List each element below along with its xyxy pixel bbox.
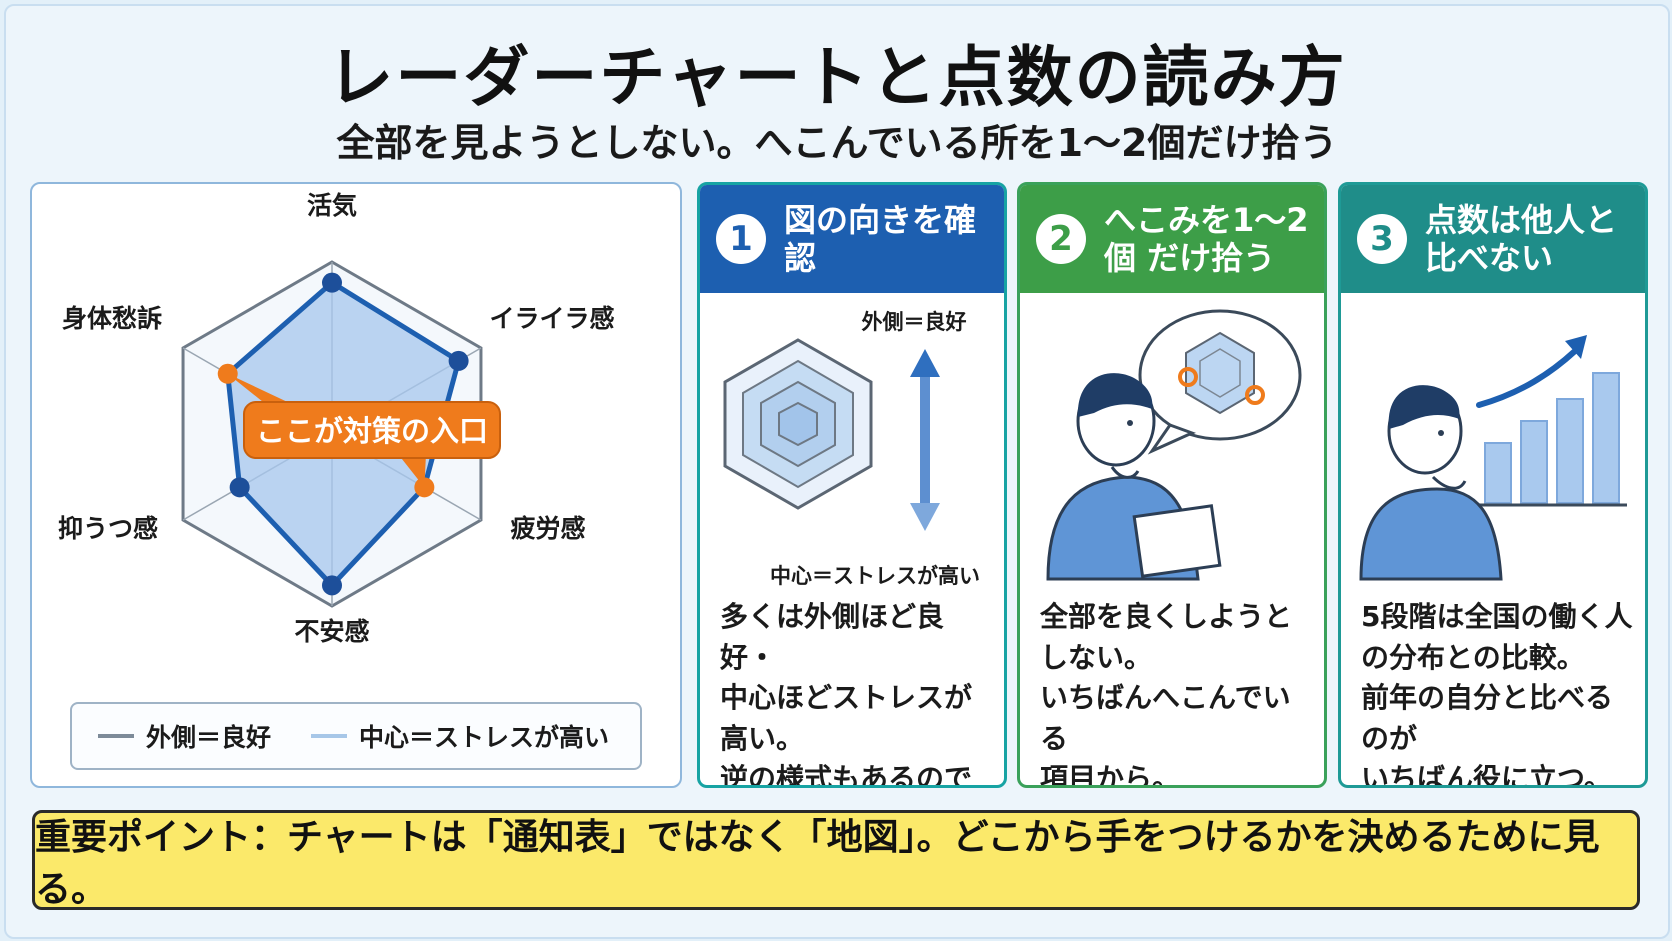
axis-label-somatic: 身体愁訴 <box>62 304 162 333</box>
legend-item-outer: 外側＝良好 <box>98 718 271 754</box>
infographic-page: レーダーチャートと点数の読み方 全部を見ようとしない。へこんでいる所を1〜2個だ… <box>4 4 1670 939</box>
radar-point <box>448 350 469 371</box>
legend-label-center: 中心＝ストレスが高い <box>359 723 610 752</box>
callout-label: ここが対策の入口 <box>256 414 488 448</box>
callout: ここが対策の入口 <box>243 401 501 459</box>
thinking-person-illustration <box>1046 309 1302 581</box>
step-card-3: 3 点数は他人と 比べない 5段階は全国の働く人 <box>1338 182 1648 788</box>
axis-label-fatigue: 疲労感 <box>510 514 585 543</box>
radar-points <box>217 272 469 596</box>
step-2-number: 2 <box>1036 214 1086 264</box>
step-2-header: 2 へこみを1〜2個 だけ拾う <box>1020 185 1324 293</box>
step-3-body: 5段階は全国の働く人 の分布との比較。 前年の自分と比べるのが いちばん役に立つ… <box>1361 600 1633 788</box>
axis-label-vigor: 活気 <box>307 191 357 220</box>
step-2-body: 全部を良くしようと しない。 いちばんへこんでいる 項目から。 <box>1040 600 1293 788</box>
step-1-title: 図の向きを確認 <box>784 200 977 277</box>
step-1-number: 1 <box>716 214 766 264</box>
orientation-bottom-label: 中心＝ストレスが高い <box>770 564 980 588</box>
legend-swatch-center <box>311 734 348 738</box>
step-card-1: 1 図の向きを確認 外側＝良好 中心＝ストレスが高い 多くは外側ほど良好・ 中心… <box>697 182 1007 788</box>
bar-chart-icon <box>1477 372 1627 507</box>
radar-legend: 外側＝良好 中心＝ストレスが高い <box>70 702 642 770</box>
radar-point <box>229 477 250 498</box>
orientation-top-label: 外側＝良好 <box>862 310 967 334</box>
step-1-body: 多くは外側ほど良好・ 中心ほどストレスが高い。 逆の様式もあるので 凡例を見る。 <box>720 600 973 788</box>
legend-item-center: 中心＝ストレスが高い <box>311 718 609 754</box>
radar-chart: ここが対策の入口 活気 イライラ感 疲労感 不安感 抑うつ感 身体愁訴 <box>58 191 615 646</box>
step-3-header: 3 点数は他人と 比べない <box>1341 185 1645 293</box>
page-title: レーダーチャートと点数の読み方 <box>327 39 1347 116</box>
orientation-arrow <box>910 349 940 531</box>
radar-point-focus <box>217 363 238 384</box>
legend-label-outer: 外側＝良好 <box>146 723 272 752</box>
mini-radar-hexagon <box>723 338 873 510</box>
callout-pointer <box>227 373 296 406</box>
person-figure <box>1359 385 1503 581</box>
thought-bubble <box>1138 309 1302 455</box>
step-3-title: 点数は他人と 比べない <box>1425 200 1618 277</box>
step-1-header: 1 図の向きを確認 <box>700 185 1004 293</box>
callout-box <box>243 401 501 459</box>
growth-illustration <box>1359 335 1627 581</box>
radar-panel: ここが対策の入口 活気 イライラ感 疲労感 不安感 抑うつ感 身体愁訴 外側＝良… <box>30 182 682 788</box>
step-2-title: へこみを1〜2個 だけ拾う <box>1104 200 1309 277</box>
radar-point <box>322 272 342 293</box>
radar-point-focus <box>414 477 435 498</box>
radar-point <box>322 575 342 596</box>
person-figure <box>1046 373 1222 581</box>
axis-label-anxiety: 不安感 <box>294 617 369 646</box>
trend-arrow-icon <box>1476 335 1587 408</box>
orientation-diagram: 外側＝良好 中心＝ストレスが高い <box>723 310 980 588</box>
axis-label-irritability: イライラ感 <box>489 304 614 333</box>
step-3-number: 3 <box>1357 214 1407 264</box>
key-point-banner: 重要ポイント：チャートは「通知表」ではなく「地図」。どこから手をつけるかを決める… <box>32 810 1640 910</box>
radar-axis-labels: 活気 イライラ感 疲労感 不安感 抑うつ感 身体愁訴 <box>58 191 615 646</box>
step-card-2: 2 へこみを1〜2個 だけ拾う 全部を良くしようと しない。 いちばんへこんで <box>1017 182 1327 788</box>
legend-swatch-outer <box>98 734 134 738</box>
page-subtitle: 全部を見ようとしない。へこんでいる所を1〜2個だけ拾う <box>336 121 1338 165</box>
axis-label-depression: 抑うつ感 <box>58 514 158 543</box>
